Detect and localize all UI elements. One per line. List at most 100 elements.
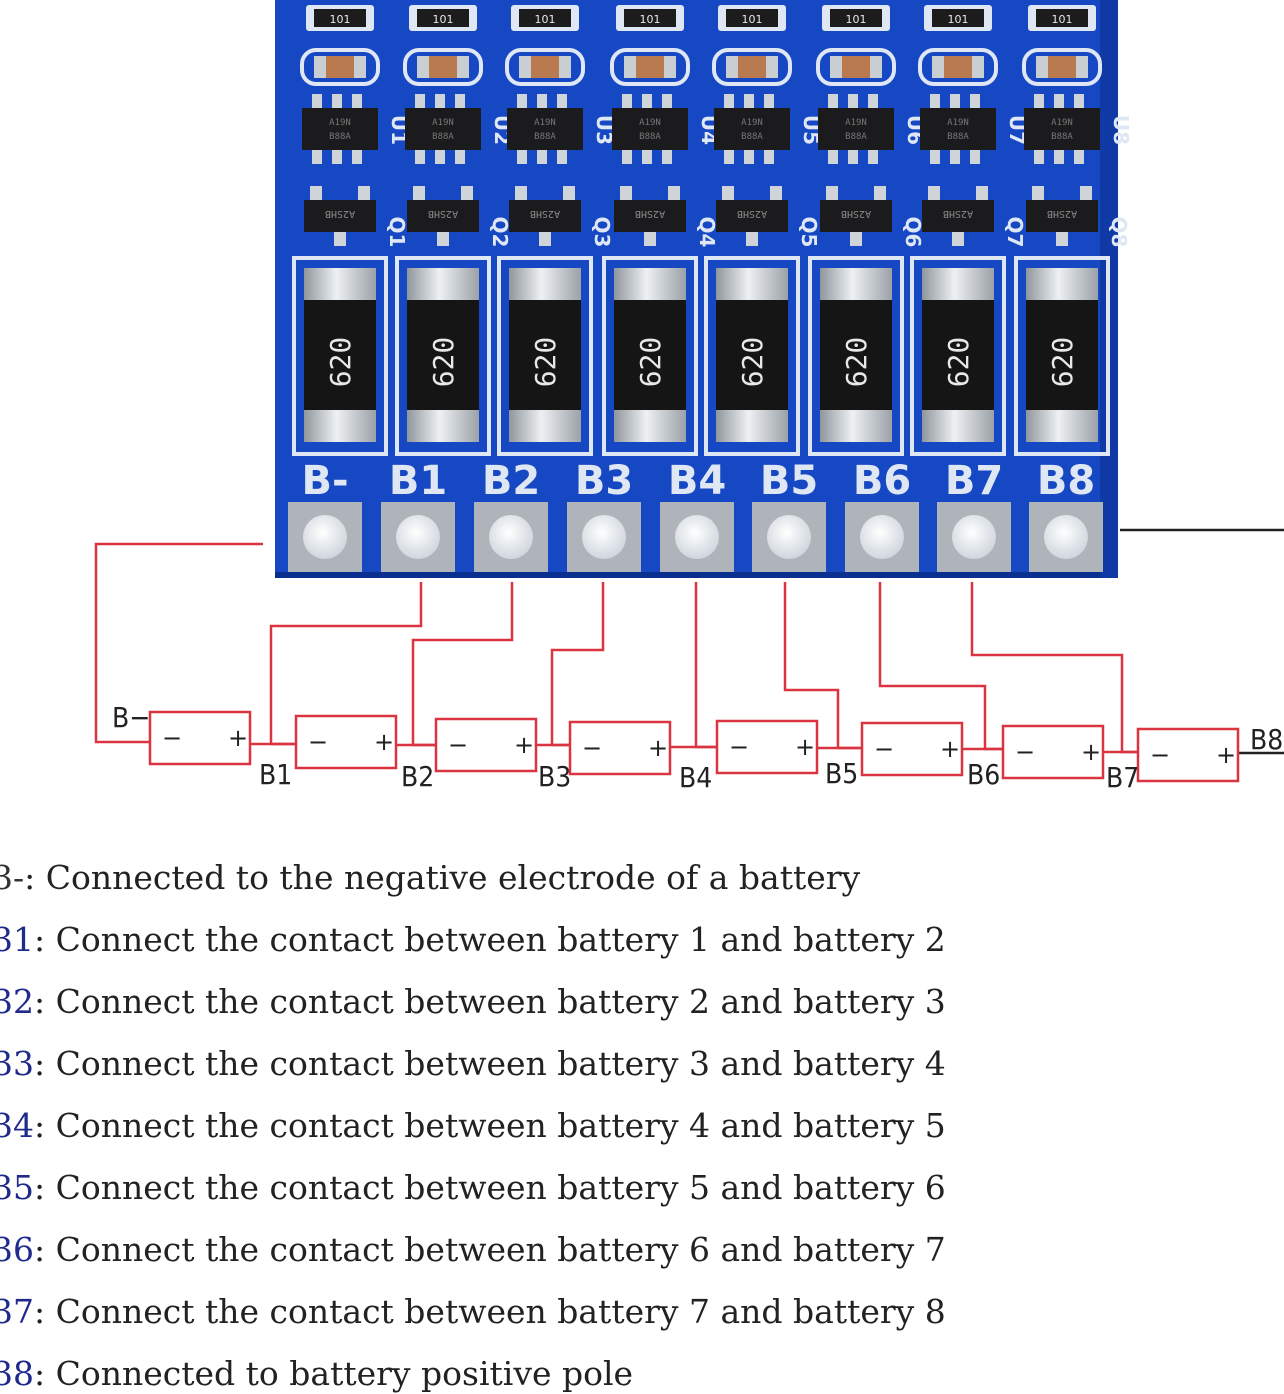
node-label: B8 bbox=[1250, 723, 1283, 756]
smd-resistor bbox=[417, 9, 469, 27]
mosfet bbox=[304, 200, 376, 232]
ic-marking: B88A bbox=[1051, 132, 1073, 142]
smd-resistor bbox=[314, 9, 366, 27]
ic-pin bbox=[868, 150, 878, 164]
ic-pin bbox=[332, 150, 342, 164]
connection-wire bbox=[694, 582, 717, 749]
ic-marking: A19N bbox=[329, 118, 351, 128]
ic-marking: A19N bbox=[741, 118, 763, 128]
resistor-terminal bbox=[716, 268, 788, 306]
transistor-pin bbox=[770, 186, 782, 200]
silk-outline bbox=[1022, 48, 1102, 86]
connection-wire bbox=[550, 582, 605, 747]
silk-outline bbox=[610, 48, 690, 86]
transistor-pin bbox=[644, 232, 656, 246]
pad-hole bbox=[675, 515, 719, 559]
ic-pin bbox=[1054, 150, 1064, 164]
smd-resistor bbox=[1036, 9, 1088, 27]
battery-positive-sign: + bbox=[374, 728, 394, 756]
ic-pin bbox=[352, 94, 362, 108]
battery-negative-sign: − bbox=[1150, 741, 1170, 769]
pad-label: B2 bbox=[482, 458, 540, 504]
mosfet bbox=[922, 200, 994, 232]
ic-pin bbox=[950, 94, 960, 108]
ic-pin bbox=[764, 94, 774, 108]
transistor-pin bbox=[413, 186, 425, 200]
resistor-terminal bbox=[407, 404, 479, 442]
silk-outline bbox=[808, 256, 904, 456]
balance-resistor bbox=[509, 300, 581, 410]
pad-hole bbox=[1044, 515, 1088, 559]
resistor-code: 101 bbox=[433, 13, 454, 26]
ic-marking: B88A bbox=[845, 132, 867, 142]
resistor-terminal bbox=[922, 268, 994, 306]
pin-description: 3-: Connected to the negative electrode … bbox=[0, 858, 860, 898]
smd-capacitor bbox=[726, 56, 778, 78]
ic-pin bbox=[848, 94, 858, 108]
ic-pin bbox=[622, 94, 632, 108]
node-label: B− bbox=[112, 701, 150, 734]
resistor-value-code: 620 bbox=[529, 337, 562, 388]
pin-key: 34 bbox=[0, 1106, 34, 1145]
pin-description: 35: Connect the contact between battery … bbox=[0, 1168, 946, 1208]
smd-capacitor bbox=[417, 56, 469, 78]
transistor-pin bbox=[952, 232, 964, 246]
ic-pin bbox=[930, 94, 940, 108]
balance-resistor bbox=[716, 300, 788, 410]
mosfet bbox=[716, 200, 788, 232]
battery-cell bbox=[434, 717, 538, 773]
battery-negative-sign: − bbox=[448, 731, 468, 759]
silk-outline bbox=[712, 48, 792, 86]
pin-key: 32 bbox=[0, 982, 34, 1021]
smd-resistor bbox=[726, 9, 778, 27]
battery-positive-sign: + bbox=[1216, 741, 1236, 769]
smd-capacitor bbox=[624, 56, 676, 78]
resistor-terminal bbox=[509, 268, 581, 306]
resistor-terminal bbox=[1026, 268, 1098, 306]
resistor-code: 101 bbox=[330, 13, 351, 26]
transistor-pin bbox=[928, 186, 940, 200]
balance-resistor bbox=[820, 300, 892, 410]
resistor-terminal bbox=[614, 404, 686, 442]
ic-pin bbox=[930, 150, 940, 164]
transistor-pin bbox=[461, 186, 473, 200]
pad-hole bbox=[767, 515, 811, 559]
battery-positive-sign: + bbox=[1081, 738, 1101, 766]
resistor-value-code: 620 bbox=[840, 337, 873, 388]
transistor-pin bbox=[976, 186, 988, 200]
pin-key: 37 bbox=[0, 1292, 34, 1331]
cap-terminal bbox=[726, 56, 738, 78]
battery-cell bbox=[1001, 724, 1105, 780]
transistor-designator: Q8 bbox=[1107, 217, 1131, 248]
mosfet-marking: A2SHB bbox=[1047, 208, 1077, 219]
battery-cell bbox=[860, 721, 964, 777]
battery-positive-sign: + bbox=[648, 734, 668, 762]
resistor-terminal bbox=[407, 268, 479, 306]
protection-ic bbox=[302, 108, 378, 150]
ic-pin bbox=[557, 150, 567, 164]
battery-positive-sign: + bbox=[228, 724, 248, 752]
battery-cell bbox=[715, 719, 819, 775]
mosfet bbox=[614, 200, 686, 232]
node-label: B6 bbox=[967, 758, 1000, 791]
ic-pin bbox=[517, 150, 527, 164]
smd-resistor bbox=[624, 9, 676, 27]
ic-designator: U8 bbox=[1109, 115, 1133, 145]
ic-pin bbox=[435, 94, 445, 108]
ic-pin bbox=[828, 94, 838, 108]
mosfet-marking: A2SHB bbox=[943, 208, 973, 219]
pin-description: 37: Connect the contact between battery … bbox=[0, 1292, 946, 1332]
pad-hole bbox=[860, 515, 904, 559]
mosfet-marking: A2SHB bbox=[635, 208, 665, 219]
pad-hole bbox=[489, 515, 533, 559]
pin-text: : Connect the contact between battery 6 … bbox=[34, 1230, 946, 1269]
ic-pin bbox=[622, 150, 632, 164]
pin-description: 38: Connected to battery positive pole bbox=[0, 1354, 633, 1394]
pin-description: 31: Connect the contact between battery … bbox=[0, 920, 946, 960]
ic-marking: B88A bbox=[947, 132, 969, 142]
ic-pin bbox=[724, 94, 734, 108]
pad-label: B5 bbox=[760, 458, 818, 504]
smd-resistor bbox=[932, 9, 984, 27]
